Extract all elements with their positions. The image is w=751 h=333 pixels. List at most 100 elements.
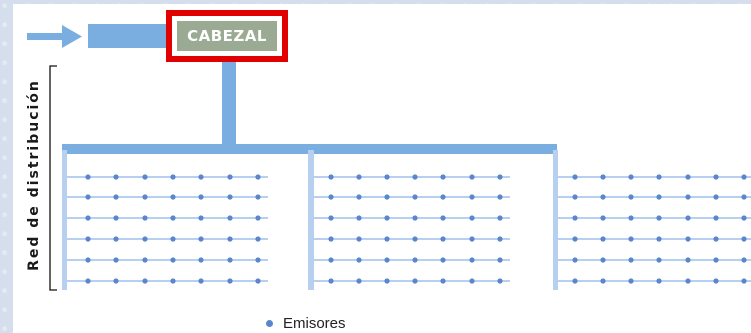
emitter-dot xyxy=(656,236,662,242)
diagram-panel xyxy=(13,4,751,333)
emitter-dot xyxy=(628,257,634,263)
submain-pipe-2 xyxy=(308,150,314,290)
emitter-dot xyxy=(170,215,176,221)
emitter-dot xyxy=(685,174,691,180)
emitter-dot xyxy=(497,215,503,221)
emitter-dot xyxy=(170,278,176,284)
emitter-dot xyxy=(628,278,634,284)
emitter-dot xyxy=(713,215,719,221)
emitter-dot xyxy=(198,174,204,180)
emitter-dot xyxy=(85,215,91,221)
emitter-dot xyxy=(356,215,362,221)
emitter-dot xyxy=(328,257,334,263)
emitter-dot xyxy=(741,215,747,221)
emitter-dot xyxy=(85,278,91,284)
emitter-dot xyxy=(142,215,148,221)
emitter-dot xyxy=(113,174,119,180)
emitter-dot xyxy=(255,278,261,284)
emitter-dot xyxy=(469,257,475,263)
emitter-dot xyxy=(685,257,691,263)
emitter-dot xyxy=(384,278,390,284)
emitter-dot xyxy=(170,257,176,263)
emitter-dot xyxy=(328,236,334,242)
emitter-dot xyxy=(440,257,446,263)
emitter-dot xyxy=(713,278,719,284)
emitter-dot xyxy=(356,194,362,200)
emitter-dot xyxy=(356,174,362,180)
emitter-dot xyxy=(656,194,662,200)
emitter-dot xyxy=(113,194,119,200)
emitter-dot xyxy=(113,257,119,263)
emitter-dot xyxy=(412,215,418,221)
main-riser-pipe xyxy=(222,62,236,150)
supply-pipe xyxy=(88,24,168,48)
emitter-dot xyxy=(255,215,261,221)
emitter-dot xyxy=(198,257,204,263)
emitter-dot xyxy=(227,257,233,263)
emitter-dot xyxy=(113,215,119,221)
emitter-dot xyxy=(85,194,91,200)
emitter-dot xyxy=(227,215,233,221)
head-label: CABEZAL xyxy=(177,21,277,51)
emitter-dot xyxy=(497,236,503,242)
emitter-dot xyxy=(440,194,446,200)
distribution-network-label: Red de distribución xyxy=(26,79,42,271)
emitter-dot xyxy=(227,236,233,242)
legend-emitters-label: Emisores xyxy=(283,315,346,332)
emitter-dot xyxy=(600,236,606,242)
lateral-lines xyxy=(67,174,751,284)
emitter-dot xyxy=(255,236,261,242)
main-distribution-pipe xyxy=(62,144,557,154)
emitter-dot xyxy=(328,194,334,200)
emitter-dot xyxy=(412,278,418,284)
emitter-dot xyxy=(628,236,634,242)
emitter-dot xyxy=(469,215,475,221)
emitter-dot xyxy=(384,236,390,242)
emitter-dot xyxy=(497,257,503,263)
emitter-dot xyxy=(656,278,662,284)
emitter-dot xyxy=(572,215,578,221)
emitter-dot xyxy=(685,194,691,200)
emitter-dot xyxy=(440,174,446,180)
emitter-dot xyxy=(440,278,446,284)
emitter-dot xyxy=(469,278,475,284)
emitter-dot xyxy=(170,174,176,180)
emitter-dot xyxy=(656,174,662,180)
emitter-dot xyxy=(85,236,91,242)
emitter-dot xyxy=(85,257,91,263)
emitter-dot xyxy=(600,194,606,200)
emitter-dot xyxy=(384,174,390,180)
emitter-dot xyxy=(384,215,390,221)
emitter-dot xyxy=(412,257,418,263)
emitter-dot xyxy=(440,236,446,242)
emitter-dot xyxy=(628,194,634,200)
emitter-dot xyxy=(713,174,719,180)
distribution-bracket xyxy=(49,65,57,291)
emitter-dot xyxy=(113,278,119,284)
emitter-dot xyxy=(356,236,362,242)
emitter-dot xyxy=(628,174,634,180)
emitter-dot xyxy=(255,174,261,180)
emitter-dot xyxy=(656,215,662,221)
emitter-dot xyxy=(328,174,334,180)
emitter-dot-icon xyxy=(266,320,273,327)
emitter-dot xyxy=(328,278,334,284)
emitter-dot xyxy=(741,278,747,284)
emitter-dot xyxy=(142,257,148,263)
submain-pipe-1 xyxy=(62,150,67,290)
emitter-dot xyxy=(741,257,747,263)
emitter-dot xyxy=(227,194,233,200)
emitter-dot xyxy=(384,194,390,200)
emitter-dot xyxy=(572,257,578,263)
emitter-dot xyxy=(741,194,747,200)
emitter-dot xyxy=(600,257,606,263)
emitter-dot xyxy=(600,278,606,284)
emitter-dot xyxy=(572,236,578,242)
emitter-dot xyxy=(469,236,475,242)
emitter-dot xyxy=(497,194,503,200)
emitter-dot xyxy=(255,194,261,200)
emitter-dot xyxy=(198,215,204,221)
emitter-dot xyxy=(198,194,204,200)
emitter-dot xyxy=(600,174,606,180)
